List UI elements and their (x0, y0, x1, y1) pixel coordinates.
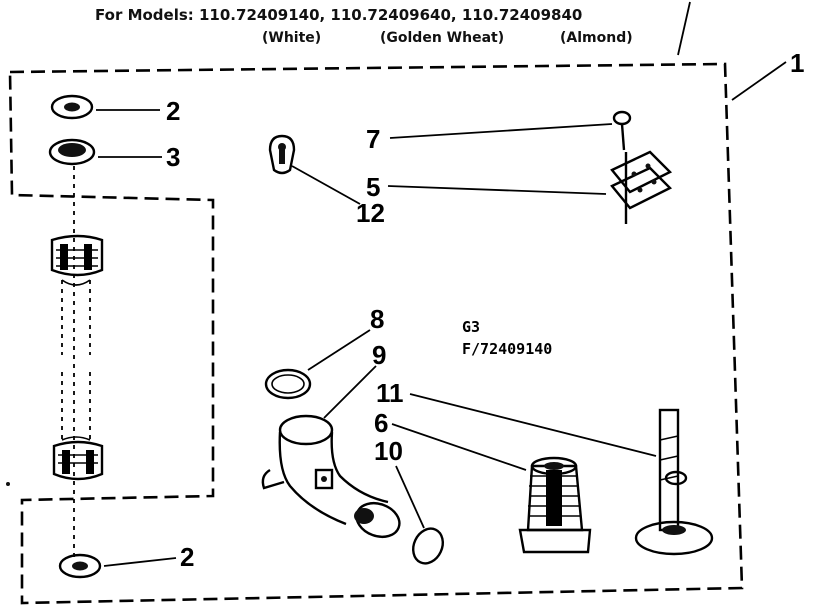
callout-7: 7 (366, 124, 380, 154)
leader-5 (387, 185, 607, 195)
callout-1: 1 (790, 48, 804, 78)
leader-2-bottom (103, 557, 177, 567)
diagram-code-line1: G3 (462, 318, 480, 336)
leader-12 (291, 165, 361, 205)
callout-9: 9 (372, 340, 386, 370)
callout-3: 3 (166, 142, 180, 172)
leader-1 (731, 61, 787, 101)
color-almond: (Almond) (560, 30, 633, 46)
leader-6 (391, 423, 527, 471)
fill-hose-assembly (50, 234, 104, 481)
clamp-part-8 (264, 368, 312, 400)
leader-9 (323, 365, 377, 419)
color-golden-wheat: (Golden Wheat) (380, 30, 504, 46)
callout-2-bottom: 2 (180, 542, 194, 572)
leader-10 (395, 465, 425, 529)
clip-part-12 (268, 134, 296, 175)
bracket-part-5 (610, 150, 673, 224)
washer-part-2-bottom (58, 553, 102, 579)
callout-10: 10 (374, 436, 403, 466)
callout-8: 8 (370, 304, 384, 334)
leveling-leg-part-11 (634, 408, 714, 556)
leader-7 (389, 123, 613, 139)
screw-part-7 (612, 110, 632, 151)
elbow-part-9 (261, 414, 401, 539)
leader-11 (409, 393, 657, 457)
callout-12: 12 (356, 198, 385, 228)
callout-2-top: 2 (166, 96, 180, 126)
callout-6: 6 (374, 408, 388, 438)
oring-part-10 (412, 527, 444, 565)
callout-11: 11 (376, 378, 404, 408)
color-white: (White) (262, 30, 321, 46)
models-header: For Models: 110.72409140, 110.72409640, … (95, 6, 582, 24)
kit-boundary (8, 62, 744, 605)
fitting-part-6 (518, 456, 592, 554)
gasket-part-3 (48, 138, 96, 166)
callout-5: 5 (366, 172, 380, 202)
header-leader (677, 1, 691, 56)
washer-part-2-top (50, 94, 94, 120)
leader-8 (307, 329, 371, 371)
diagram-code-line2: F/72409140 (462, 340, 552, 358)
stray-mark (6, 482, 10, 486)
